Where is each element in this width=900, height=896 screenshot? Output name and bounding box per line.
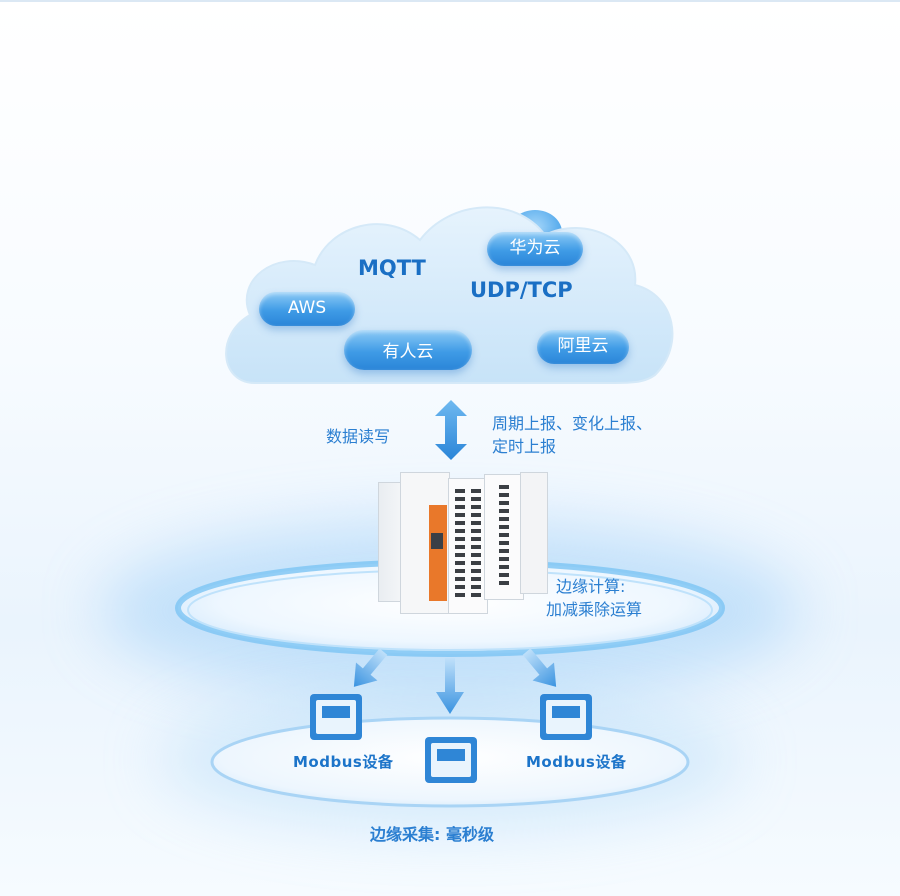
- io-module-3: [520, 472, 548, 594]
- gateway-main-module: [400, 472, 450, 614]
- gateway-orange-stripe: [429, 505, 447, 601]
- edge-compute-label-line1: 边缘计算:: [556, 577, 626, 596]
- io-terminal-block: [471, 489, 481, 599]
- protocol-udp-tcp-label: UDP/TCP: [470, 278, 573, 302]
- modbus-device-left-label: Modbus设备: [293, 753, 394, 771]
- modbus-device-right-label: Modbus设备: [526, 753, 627, 771]
- cloud-service-huawei: 华为云: [487, 232, 583, 266]
- cloud-service-usr-label: 有人云: [382, 342, 434, 362]
- report-mode-label-line1: 周期上报、变化上报、: [492, 414, 653, 433]
- arrow-down-left-icon: [353, 648, 388, 687]
- io-module-2: [484, 474, 524, 600]
- data-read-write-label: 数据读写: [326, 427, 391, 446]
- arrow-down-icon: [436, 658, 464, 714]
- edge-acquisition-label: 边缘采集: 毫秒级: [370, 825, 494, 844]
- io-module-1: [448, 478, 488, 614]
- cloud-service-aws: AWS: [259, 292, 355, 326]
- edge-compute-label-line2: 加减乘除运算: [546, 600, 643, 619]
- cloud-service-aliyun-label: 阿里云: [557, 336, 609, 356]
- arrow-down-right-icon: [522, 648, 557, 687]
- cloud-service-huawei-label: 华为云: [509, 238, 561, 258]
- downlink-arrows: [353, 648, 557, 714]
- io-terminal-block: [499, 485, 509, 585]
- bidirectional-arrow-icon: [435, 400, 467, 460]
- top-divider: [0, 0, 900, 2]
- modbus-device-left-icon: [310, 694, 362, 740]
- cloud-service-usr: 有人云: [344, 330, 472, 370]
- protocol-mqtt-label: MQTT: [358, 256, 426, 280]
- io-terminal-block: [455, 489, 465, 599]
- cloud-service-aws-label: AWS: [287, 298, 327, 318]
- cloud-service-aliyun: 阿里云: [537, 330, 629, 364]
- report-mode-label-line2: 定时上报: [492, 437, 557, 456]
- edge-gateway-device: [378, 460, 548, 622]
- modbus-device-right-icon: [540, 694, 592, 740]
- gateway-port-icon: [431, 533, 443, 549]
- modbus-device-center-icon: [425, 737, 477, 783]
